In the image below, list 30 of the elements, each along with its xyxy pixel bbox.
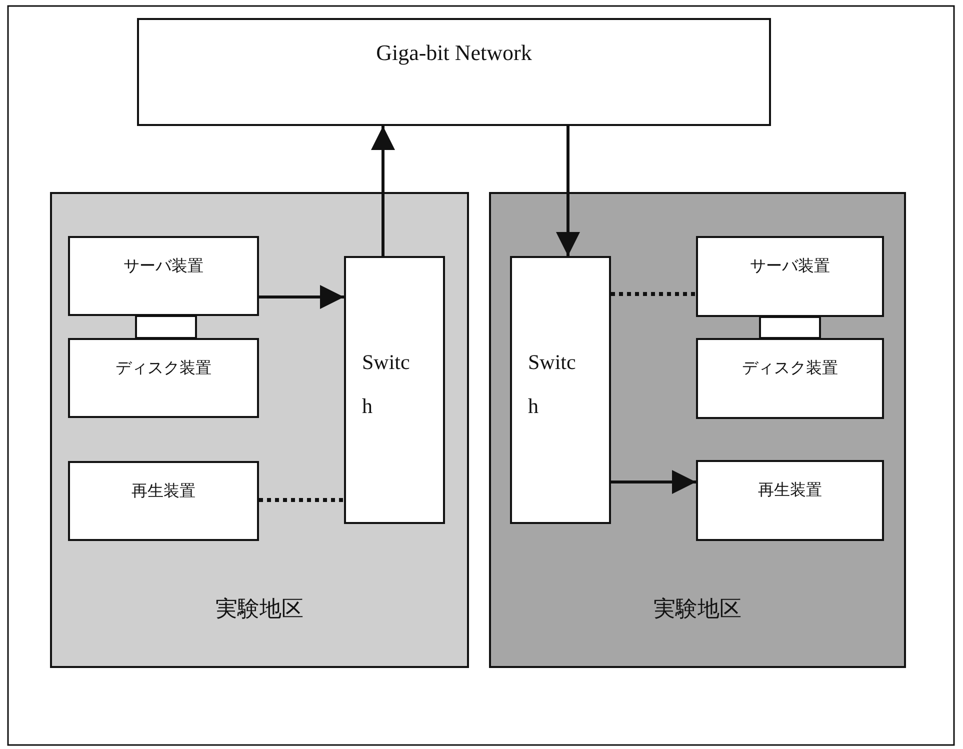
switch-box <box>510 256 611 524</box>
device-box <box>68 461 259 541</box>
device-box <box>696 460 884 541</box>
switch-label: Switc h <box>528 349 577 420</box>
device-box <box>68 338 259 418</box>
device-box <box>696 338 884 419</box>
device-label: ディスク装置 <box>741 358 839 379</box>
switch-box <box>344 256 445 524</box>
device-label: サーバ装置 <box>749 256 831 277</box>
device-label: 再生装置 <box>130 481 196 502</box>
device-label: サーバ装置 <box>122 256 204 277</box>
device-label: 再生装置 <box>757 480 823 501</box>
arrow <box>259 285 344 309</box>
device-box <box>68 236 259 316</box>
dotted-link <box>611 292 696 296</box>
dotted-link <box>259 498 344 502</box>
arrow <box>556 126 580 256</box>
connector-box <box>135 315 197 339</box>
area-label: 実験地区 <box>652 596 742 624</box>
network-label: Giga-bit Network <box>375 40 533 66</box>
area-label: 実験地区 <box>214 596 304 624</box>
area-panel <box>489 192 906 668</box>
area-panel <box>50 192 469 668</box>
arrow <box>371 126 395 256</box>
network-box <box>137 18 771 126</box>
connector-box <box>759 316 821 339</box>
device-label: ディスク装置 <box>114 358 212 379</box>
switch-label: Switc h <box>362 349 411 420</box>
arrow <box>611 470 696 494</box>
device-box <box>696 236 884 317</box>
